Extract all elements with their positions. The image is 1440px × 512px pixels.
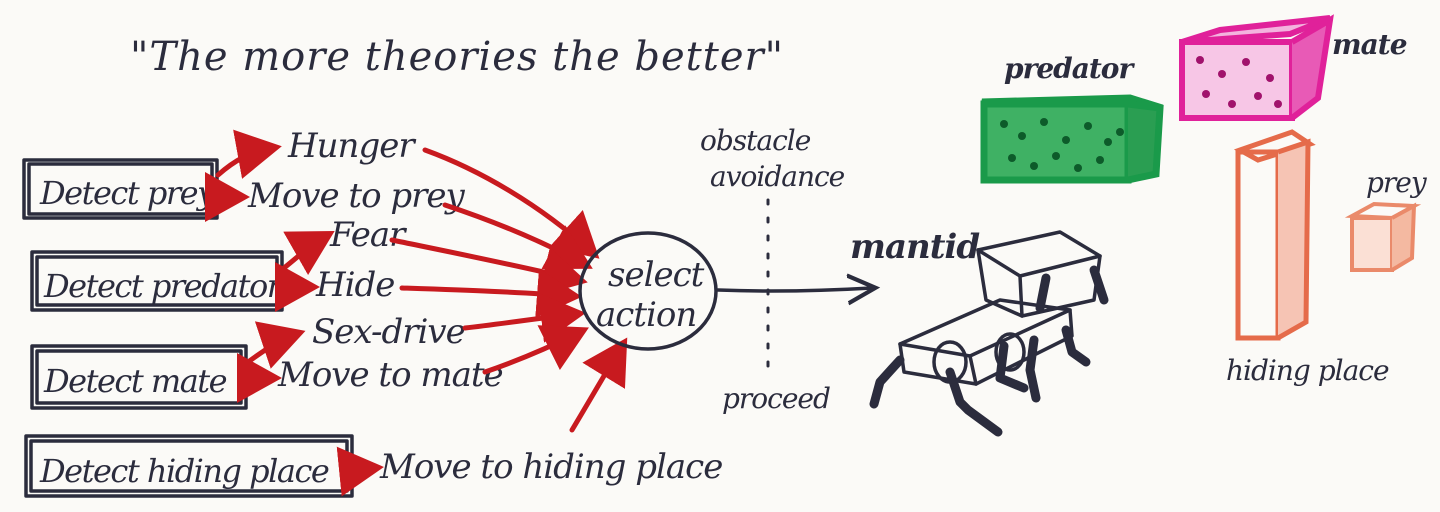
predator-label: predator <box>1004 52 1135 85</box>
detector-detect-mate: Detect mate <box>30 344 248 410</box>
arrow-movemate-select <box>482 325 589 375</box>
detector-label: Detect prey <box>39 174 216 212</box>
behavior-move-to-prey: Move to prey <box>247 176 465 216</box>
behavior-hide: Hide <box>315 265 394 305</box>
prey-object <box>1344 201 1422 272</box>
detector-arrows <box>205 129 384 497</box>
select-action-line2: action <box>596 295 696 335</box>
predator-object <box>980 94 1164 184</box>
output-arrow <box>716 288 872 291</box>
behavior-hunger: Hunger <box>287 126 416 166</box>
obstacle-proceed-label: proceed <box>722 382 830 415</box>
selector-arrows <box>389 147 628 433</box>
detector-label: Detect mate <box>43 362 227 400</box>
detector-detect-prey: Detect prey <box>22 158 219 220</box>
hiding-place-label: hiding place <box>1226 354 1389 387</box>
behavior-fear: Fear <box>329 215 407 255</box>
arrow-hide-select <box>399 268 582 319</box>
arrow-prey-hunger <box>215 129 282 179</box>
mantid-robot-drawing <box>869 230 1109 437</box>
mate-object <box>1179 14 1334 121</box>
detector-detect-hiding-place: Detect hiding place <box>24 434 354 498</box>
arrow-predator-fear <box>281 231 335 276</box>
hiding-place-object <box>1233 129 1316 341</box>
detector-label: Detect hiding place <box>39 452 329 490</box>
detector-label: Detect predator <box>43 267 284 305</box>
select-action-line1: select <box>608 255 705 295</box>
select-action-node: select action <box>578 231 718 351</box>
arrow-sexdrive-select <box>462 293 586 343</box>
detector-detect-predator: Detect predator <box>30 250 285 312</box>
behavior-sex-drive: Sex-drive <box>312 312 465 352</box>
behavior-move-to-hiding-place: Move to hiding place <box>379 447 722 487</box>
obstacle-label-line1: obstacle <box>700 124 811 157</box>
behavior-move-to-mate: Move to mate <box>277 355 503 395</box>
diagram-title: "The more theories the better" <box>130 34 784 80</box>
obstacle-label-line2: avoidance <box>710 160 845 193</box>
arrow-hiding-select <box>569 337 628 433</box>
arrow-hiding-move <box>336 446 384 497</box>
mate-label: mate <box>1332 28 1407 61</box>
mantid-label: mantid <box>850 227 980 267</box>
prey-label: prey <box>1366 166 1428 199</box>
